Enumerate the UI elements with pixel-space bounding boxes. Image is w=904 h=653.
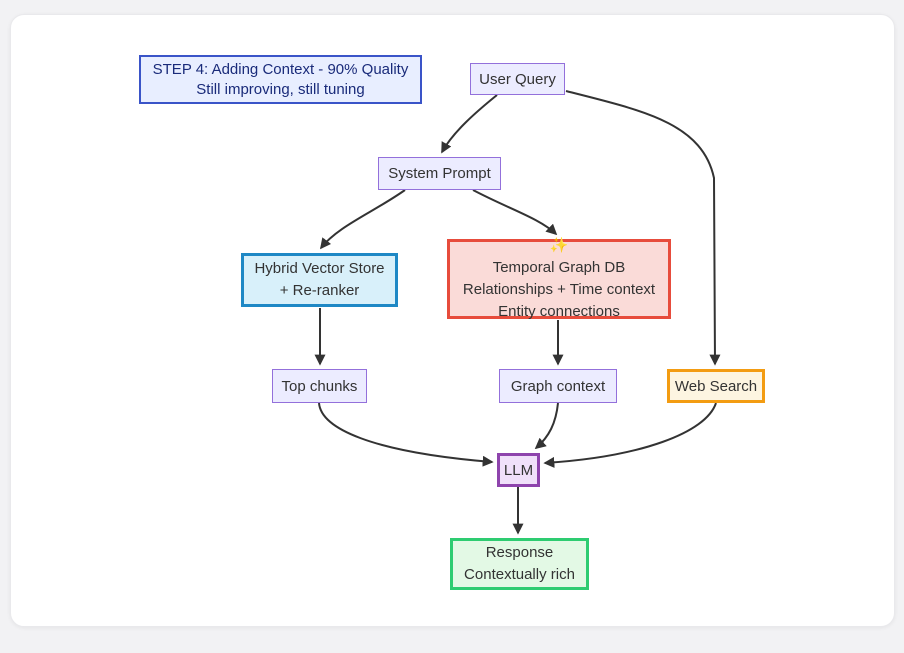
node-user-query: User Query — [470, 63, 565, 95]
node-graph-context: Graph context — [499, 369, 617, 403]
node-user-query-label: User Query — [479, 70, 556, 88]
node-hybrid-vector-store-line1: Hybrid Vector Store — [254, 260, 385, 277]
node-web-search: Web Search — [667, 369, 765, 403]
node-response: Response Contextually rich — [450, 538, 589, 590]
node-system-prompt-label: System Prompt — [388, 165, 491, 182]
node-graph-context-label: Graph context — [510, 377, 606, 395]
step-label-line1: STEP 4: Adding Context - 90% Quality — [152, 60, 409, 78]
node-temporal-graph-db-line2: Relationships + Time context — [462, 281, 656, 298]
node-response-line1: Response — [485, 544, 554, 561]
node-llm-label: LLM — [503, 461, 534, 479]
diagram-card — [10, 14, 895, 627]
node-web-search-label: Web Search — [674, 377, 758, 395]
node-response-line2: Contextually rich — [464, 566, 575, 583]
node-top-chunks-label: Top chunks — [281, 377, 358, 395]
node-temporal-graph-db-line3: Entity connections — [498, 303, 620, 320]
node-temporal-graph-db-line1: ✨ Temporal Graph DB — [493, 235, 626, 279]
node-system-prompt: System Prompt — [378, 157, 501, 190]
step-label-line2: Still improving, still tuning — [196, 80, 365, 98]
node-temporal-graph-db: ✨ Temporal Graph DB Relationships + Time… — [447, 237, 671, 320]
node-hybrid-vector-store-line2: + Re-ranker — [279, 282, 360, 299]
node-llm: LLM — [497, 453, 540, 487]
sparkles-icon: ✨ — [549, 237, 569, 254]
step-label-box: STEP 4: Adding Context - 90% Quality Sti… — [139, 55, 422, 104]
node-hybrid-vector-store: Hybrid Vector Store + Re-ranker — [241, 253, 398, 307]
node-top-chunks: Top chunks — [272, 369, 367, 403]
node-temporal-graph-db-title: Temporal Graph DB — [492, 259, 626, 276]
